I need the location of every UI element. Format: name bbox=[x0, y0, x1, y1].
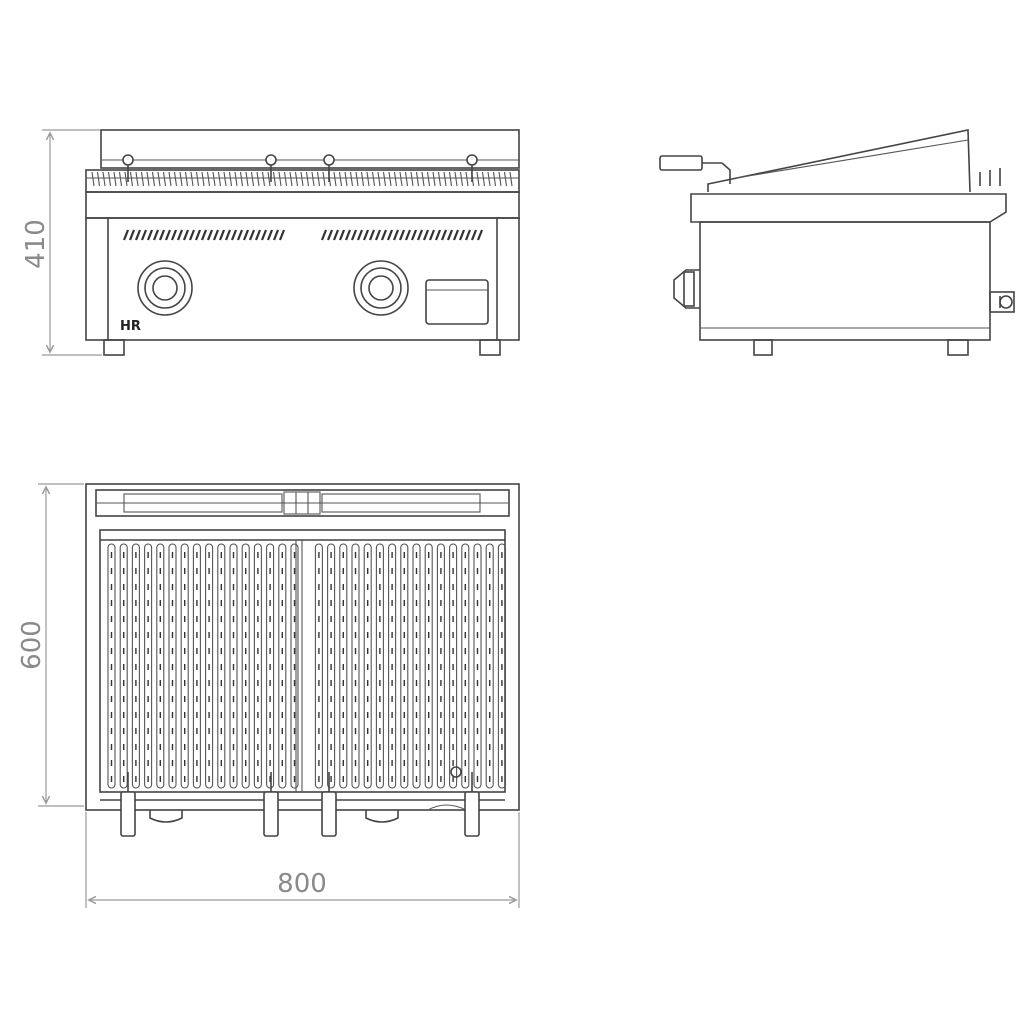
depth-dimension: 600 bbox=[17, 483, 84, 807]
side-knob bbox=[673, 269, 700, 309]
side-foot-right bbox=[947, 339, 969, 356]
control-knob-right bbox=[353, 260, 409, 316]
front-foot-left bbox=[103, 339, 125, 356]
drip-tray-front bbox=[425, 279, 489, 325]
front-vent-right bbox=[320, 229, 484, 241]
side-view bbox=[659, 129, 1015, 356]
side-foot-left bbox=[753, 339, 773, 356]
front-grill-teeth bbox=[86, 171, 519, 187]
control-knob-left bbox=[137, 260, 193, 316]
front-vent-left bbox=[122, 229, 286, 241]
depth-label: 600 bbox=[17, 620, 47, 670]
height-label: 410 bbox=[21, 219, 51, 269]
top-view-handles bbox=[120, 772, 480, 837]
front-view: HR bbox=[85, 129, 520, 356]
side-handle bbox=[659, 155, 731, 184]
gas-connector bbox=[989, 291, 1015, 313]
width-label: 800 bbox=[277, 869, 327, 899]
front-foot-right bbox=[479, 339, 501, 356]
brand-logo: HR bbox=[120, 319, 141, 334]
front-handle-knobs bbox=[122, 154, 478, 182]
top-view bbox=[85, 483, 520, 837]
height-dimension: 410 bbox=[21, 129, 102, 356]
grill-bars bbox=[107, 543, 506, 789]
width-dimension: 800 bbox=[85, 812, 520, 908]
